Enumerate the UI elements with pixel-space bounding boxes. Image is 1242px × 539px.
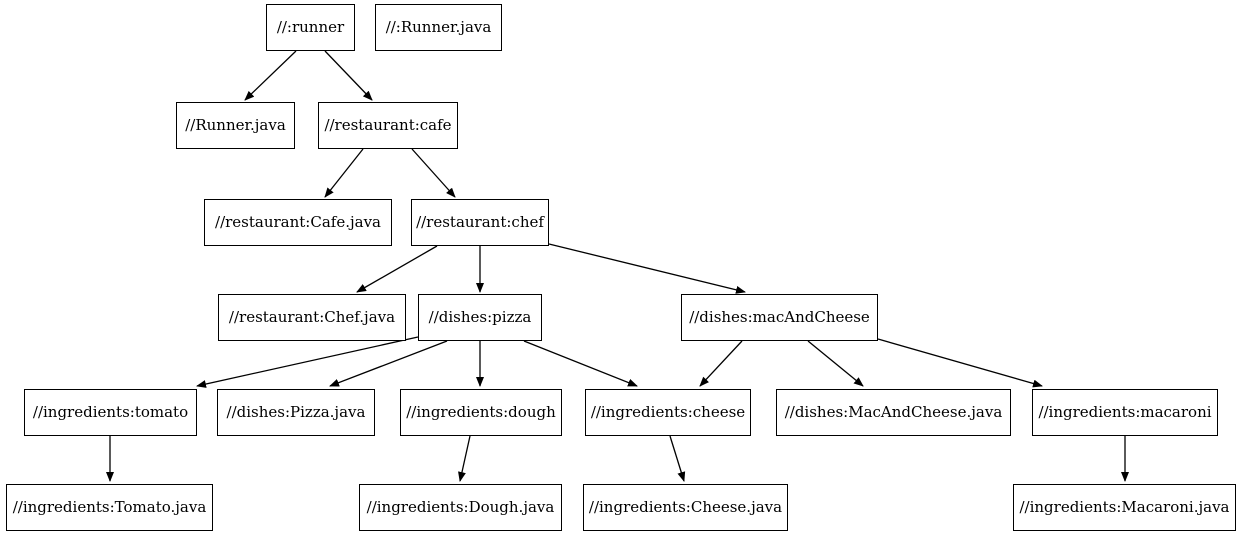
graph-node-tomato_java[interactable]: //ingredients:Tomato.java <box>6 484 213 531</box>
graph-edge-chef-to-macandcheese <box>548 243 746 294</box>
graph-edge-pizza-to-pizza_java <box>329 340 448 387</box>
graph-node-label: //Runner.java <box>185 116 286 134</box>
graph-edge-macandcheese-to-cheese <box>699 340 743 387</box>
graph-node-label: //ingredients:tomato <box>32 403 189 421</box>
graph-edge-pizza-to-tomato <box>196 336 419 388</box>
graph-node-dough[interactable]: //ingredients:dough <box>400 389 562 436</box>
graph-node-label: //:runner <box>276 18 345 36</box>
graph-node-runner_java_root[interactable]: //:Runner.java <box>375 4 502 51</box>
graph-node-macaroni[interactable]: //ingredients:macaroni <box>1032 389 1218 436</box>
graph-node-label: //restaurant:Cafe.java <box>215 213 381 231</box>
graph-node-label: //ingredients:Dough.java <box>366 498 555 516</box>
graph-node-runner_java[interactable]: //Runner.java <box>176 102 295 149</box>
graph-node-pizza_java[interactable]: //dishes:Pizza.java <box>217 389 375 436</box>
graph-edge-cafe-to-cafe_java <box>324 148 364 198</box>
graph-node-label: //dishes:macAndCheese <box>689 308 870 326</box>
graph-node-label: //dishes:pizza <box>428 308 532 326</box>
graph-node-label: //restaurant:chef <box>416 213 544 231</box>
graph-edge-pizza-to-cheese <box>523 340 638 387</box>
graph-node-label: //ingredients:Macaroni.java <box>1019 498 1230 516</box>
graph-node-cheese[interactable]: //ingredients:cheese <box>585 389 751 436</box>
graph-edge-runner-to-runner_java <box>244 50 297 101</box>
graph-node-macandcheese[interactable]: //dishes:macAndCheese <box>681 294 878 341</box>
graph-node-label: //restaurant:Chef.java <box>228 308 396 326</box>
graph-node-macaroni_java[interactable]: //ingredients:Macaroni.java <box>1013 484 1236 531</box>
graph-node-label: //dishes:MacAndCheese.java <box>784 403 1003 421</box>
graph-node-dough_java[interactable]: //ingredients:Dough.java <box>359 484 562 531</box>
graph-edge-cafe-to-chef <box>411 148 456 198</box>
graph-node-label: //ingredients:cheese <box>590 403 746 421</box>
graph-edge-macandcheese-to-macaroni <box>877 338 1043 388</box>
graph-edge-cheese-to-cheese_java <box>669 435 686 482</box>
graph-node-cafe_java[interactable]: //restaurant:Cafe.java <box>204 199 392 246</box>
graph-node-chef[interactable]: //restaurant:chef <box>411 199 549 246</box>
graph-edge-macandcheese-to-macandcheese_java <box>807 340 864 387</box>
graph-node-label: //ingredients:Tomato.java <box>12 498 207 516</box>
graph-edge-dough-to-dough_java <box>458 435 471 482</box>
graph-node-cheese_java[interactable]: //ingredients:Cheese.java <box>583 484 788 531</box>
graph-node-runner[interactable]: //:runner <box>266 4 355 51</box>
graph-node-label: //:Runner.java <box>385 18 492 36</box>
graph-node-label: //ingredients:dough <box>406 403 556 421</box>
graph-node-label: //dishes:Pizza.java <box>226 403 366 421</box>
graph-node-tomato[interactable]: //ingredients:tomato <box>24 389 197 436</box>
graph-node-macandcheese_java[interactable]: //dishes:MacAndCheese.java <box>776 389 1011 436</box>
graph-node-label: //restaurant:cafe <box>324 116 452 134</box>
graph-node-label: //ingredients:macaroni <box>1038 403 1212 421</box>
graph-node-chef_java[interactable]: //restaurant:Chef.java <box>218 294 406 341</box>
graph-edge-chef-to-chef_java <box>356 245 438 293</box>
graph-node-label: //ingredients:Cheese.java <box>588 498 783 516</box>
graph-edge-runner-to-cafe <box>324 50 373 101</box>
graph-node-pizza[interactable]: //dishes:pizza <box>418 294 542 341</box>
graph-node-cafe[interactable]: //restaurant:cafe <box>318 102 458 149</box>
